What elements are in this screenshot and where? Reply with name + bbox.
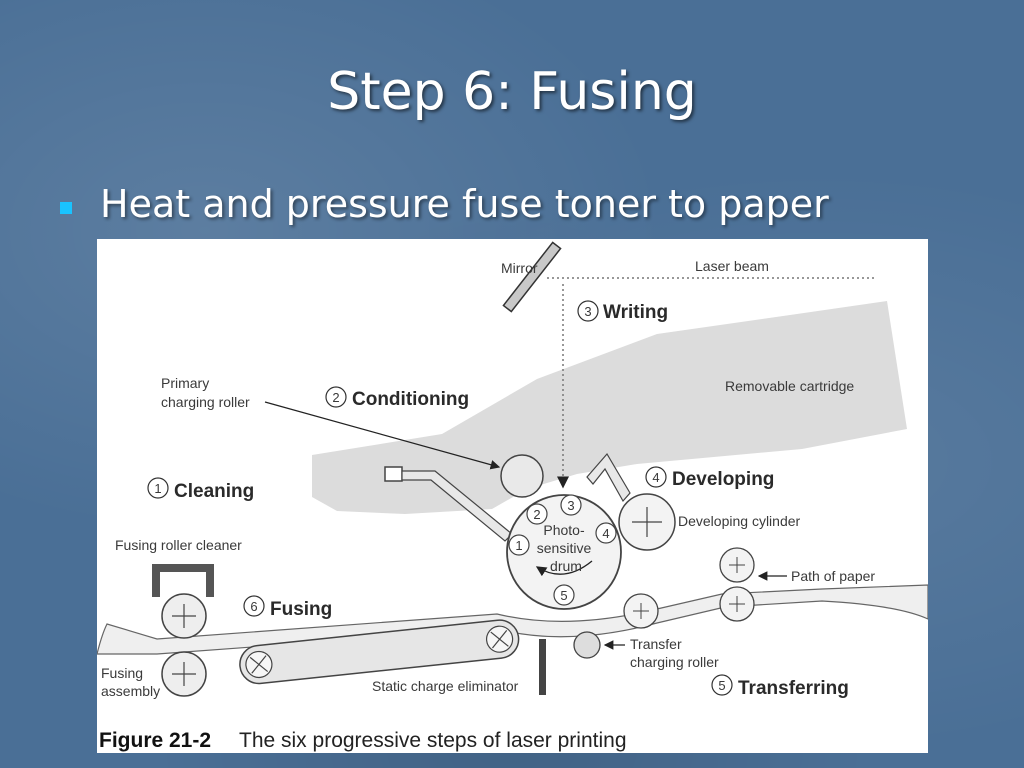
- fusing-roller-top: [161, 593, 207, 639]
- drum-step-5-circle: [553, 584, 575, 606]
- step-5-number: 5: [718, 678, 725, 693]
- step-cleaning-label: Cleaning: [174, 481, 254, 502]
- drum-step-4: 4: [602, 526, 609, 541]
- transfer-charging-roller: [573, 631, 601, 659]
- step-3-badge: [577, 300, 599, 322]
- feed-roller-top: [719, 547, 755, 583]
- fusing-assembly-label-line2: assembly: [101, 683, 160, 699]
- primary-charging-roller-label-line2: charging roller: [161, 394, 250, 410]
- drum-rotation-arrow: [535, 560, 593, 577]
- developing-blade: [586, 452, 631, 503]
- transfer-side-roller: [623, 593, 659, 629]
- drum-label-line2: sensitive: [537, 540, 592, 556]
- drum-step-5: 5: [560, 588, 567, 603]
- step-5-badge: [711, 674, 733, 696]
- step-fusing-label: Fusing: [270, 599, 332, 620]
- transfer-charging-roller-label-line1: Transfer: [630, 636, 682, 652]
- static-charge-eliminator-bar: [539, 639, 546, 695]
- laser-printer-diagram: 3 2 4 1 5 Photo- sensitive drum 3 Writin…: [97, 241, 928, 752]
- feed-roller-bottom: [719, 586, 755, 622]
- bullet-square-icon: [60, 202, 72, 214]
- step-1-badge: [147, 477, 169, 499]
- removable-cartridge-shape: [312, 301, 907, 514]
- static-charge-eliminator-label: Static charge eliminator: [372, 678, 519, 694]
- developing-cylinder: [618, 493, 676, 551]
- path-of-paper-label: Path of paper: [791, 568, 875, 584]
- fusing-roller-bottom: [161, 651, 207, 697]
- removable-cartridge-label: Removable cartridge: [725, 378, 854, 394]
- figure-caption: The six progressive steps of laser print…: [239, 729, 627, 752]
- primary-charging-roller: [500, 454, 544, 498]
- roller-arm: [401, 470, 513, 542]
- drum-step-4-circle: [595, 522, 617, 544]
- step-6-number: 6: [250, 599, 257, 614]
- laser-printing-figure: 3 2 4 1 5 Photo- sensitive drum 3 Writin…: [97, 239, 928, 753]
- roller-arm-end: [384, 466, 403, 482]
- step-2-badge: [325, 386, 347, 408]
- figure-number: Figure 21-2: [99, 729, 211, 752]
- step-conditioning-label: Conditioning: [352, 389, 469, 410]
- conveyor-belt: [239, 619, 520, 685]
- step-2-number: 2: [332, 390, 339, 405]
- drum-label-line3: drum: [550, 558, 582, 574]
- step-developing-label: Developing: [672, 469, 774, 490]
- fusing-roller-cleaner-label: Fusing roller cleaner: [115, 537, 242, 553]
- step-writing-label: Writing: [603, 302, 668, 323]
- drum-step-3-circle: [560, 494, 582, 516]
- step-transferring-label: Transferring: [738, 678, 849, 699]
- slide-title: Step 6: Fusing: [327, 62, 697, 122]
- fusing-roller-cleaner-shape: [152, 564, 214, 597]
- bullet-text: Heat and pressure fuse toner to paper: [100, 182, 829, 226]
- laser-beam-label: Laser beam: [695, 258, 769, 274]
- drum-label-line1: Photo-: [543, 522, 585, 538]
- developing-cylinder-label: Developing cylinder: [678, 513, 801, 529]
- mirror-label: Mirror: [501, 260, 538, 276]
- step-4-badge: [645, 466, 667, 488]
- step-6-badge: [243, 595, 265, 617]
- transfer-charging-roller-label-line2: charging roller: [630, 654, 719, 670]
- mirror-shape: [502, 241, 562, 313]
- drum-step-1: 1: [515, 538, 522, 553]
- drum-step-2: 2: [533, 507, 540, 522]
- step-4-number: 4: [652, 470, 659, 485]
- fusing-assembly-label-line1: Fusing: [101, 665, 143, 681]
- step-1-number: 1: [154, 481, 161, 496]
- step-3-number: 3: [584, 304, 591, 319]
- drum-step-3: 3: [567, 498, 574, 513]
- primary-roller-pointer: [264, 401, 501, 470]
- drum-step-1-circle: [508, 534, 530, 556]
- primary-charging-roller-label-line1: Primary: [161, 375, 209, 391]
- drum-step-2-circle: [526, 503, 548, 525]
